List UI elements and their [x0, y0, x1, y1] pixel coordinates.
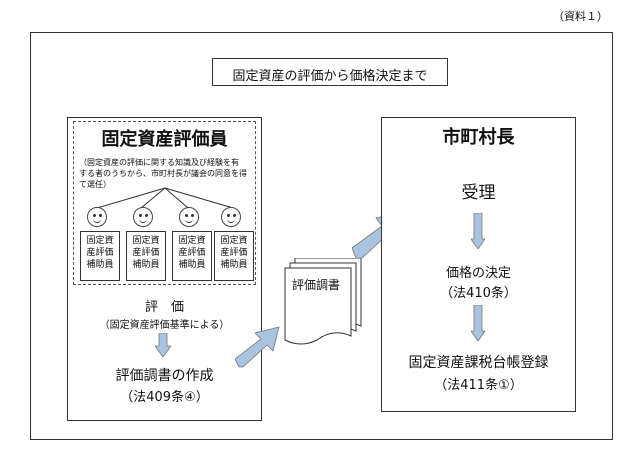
smile-face-icon [179, 207, 199, 227]
title-box: 固定資産の評価から価格決定まで [212, 58, 448, 86]
assistant-label-line: 補助員 [132, 260, 160, 270]
step-evaluation: 評 価 [144, 300, 184, 315]
assistant-label-box: 固定資 産評価 補助員 [214, 231, 254, 281]
step-register-law: （法411条①） [434, 378, 523, 393]
smile-face-icon [221, 207, 241, 227]
assistant-label-line: 産評価 [132, 248, 160, 258]
document-stack-icon [284, 258, 362, 345]
down-arrow-icon [155, 333, 171, 357]
assistant-label-box: 固定資 産評価 補助員 [126, 231, 166, 281]
assistant-tree-lines [96, 187, 234, 209]
document-label: （資料１） [553, 10, 608, 23]
assistant-label-line: 固定資 [86, 236, 114, 246]
step-register: 固定資産課税台帳登録 [408, 355, 549, 371]
evaluator-note-2: する者のうちから、市町村長が議会の同意を得 [79, 169, 247, 178]
step-price-decision: 価格の決定 [445, 266, 511, 281]
assistant-label-line: 補助員 [86, 260, 114, 270]
smile-face-icon [87, 207, 107, 227]
assistant-label-line: 固定資 [220, 236, 248, 246]
assistant-label-line: 固定資 [178, 236, 206, 246]
assistant-label-line: 補助員 [220, 260, 248, 270]
mayor-panel [381, 117, 576, 412]
assistant-label-box: 固定資 産評価 補助員 [80, 231, 120, 281]
evaluator-heading: 固定資産評価員 [101, 129, 228, 150]
step-price-decision-law: （法410条） [440, 286, 517, 301]
assistant-label-line: 産評価 [86, 248, 114, 258]
step-receive: 受理 [461, 183, 496, 203]
evaluator-note-3: て選任） [79, 180, 111, 189]
assistant-label-line: 産評価 [220, 248, 248, 258]
mayor-heading: 市町村長 [442, 127, 515, 148]
step-create-report-law: （法409条④） [120, 390, 209, 405]
down-arrow-icon [471, 213, 485, 249]
assistant-label-line: 固定資 [132, 236, 160, 246]
right-up-arrow-icon [235, 326, 280, 368]
evaluator-note-1: （固定資産の評価に関する知識及び経験を有 [79, 158, 239, 167]
assistant-label-line: 補助員 [178, 260, 206, 270]
assistant-label-line: 産評価 [178, 248, 206, 258]
document-label-text: 評価調書 [292, 278, 341, 292]
step-evaluation-note: （固定資産評価基準による） [99, 320, 230, 331]
evaluator-dotted-box [73, 121, 256, 285]
page-title: 固定資産の評価から価格決定まで [232, 69, 428, 84]
step-create-report: 評価調書の作成 [115, 368, 214, 384]
down-arrow-icon [471, 305, 485, 341]
assistant-label-box: 固定資 産評価 補助員 [172, 231, 212, 281]
smile-face-icon [133, 207, 153, 227]
